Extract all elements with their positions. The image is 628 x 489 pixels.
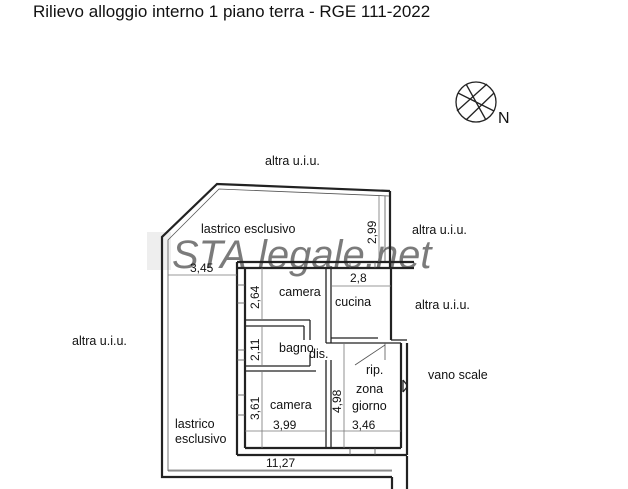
label-altra-uiu-right-top: altra u.i.u. <box>412 223 467 237</box>
dim-11-27: 11,27 <box>266 456 295 470</box>
watermark-logo-block <box>147 232 171 270</box>
label-room-zona: zona <box>356 382 383 396</box>
openings <box>237 262 408 455</box>
dim-2-99: 2,99 <box>365 220 379 244</box>
north-arrow-icon <box>455 81 497 123</box>
dimension-lines <box>168 196 401 471</box>
label-lastrico-bottom-line1: lastrico <box>175 417 215 431</box>
watermark: STA legale.net <box>147 232 433 277</box>
watermark-text-b: legale.net <box>258 233 433 277</box>
label-room-giorno: giorno <box>352 399 387 413</box>
dim-2-8: 2,8 <box>350 271 367 285</box>
dim-3-46: 3,46 <box>352 418 376 432</box>
label-altra-uiu-right-mid: altra u.i.u. <box>415 298 470 312</box>
label-vano-scale: vano scale <box>428 368 488 382</box>
label-room-dis: dis. <box>309 347 328 361</box>
dim-2-11: 2,11 <box>248 338 262 361</box>
label-room-rip: rip. <box>366 363 383 377</box>
apartment-walls <box>235 260 414 457</box>
dim-4-98: 4,98 <box>330 389 344 413</box>
terrace-outline <box>160 182 409 489</box>
label-room-bagno: bagno <box>279 341 314 355</box>
label-room-cucina: cucina <box>335 295 371 309</box>
dim-2-64: 2,64 <box>248 285 262 309</box>
label-lastrico-esclusivo-top: lastrico esclusivo <box>201 222 296 236</box>
label-lastrico-bottom-line2: esclusivo <box>175 432 226 446</box>
label-altra-uiu-top: altra u.i.u. <box>265 154 320 168</box>
dim-3-45: 3,45 <box>190 261 214 275</box>
compass-label: N <box>498 110 510 127</box>
watermark-text-a: STA <box>172 233 247 277</box>
plan-title: Rilievo alloggio interno 1 piano terra -… <box>33 2 431 21</box>
label-room-camera-top: camera <box>279 285 321 299</box>
dim-3-61: 3,61 <box>248 396 262 420</box>
dim-3-99: 3,99 <box>273 418 297 432</box>
label-altra-uiu-left: altra u.i.u. <box>72 334 127 348</box>
label-room-camera-bottom: camera <box>270 398 312 412</box>
